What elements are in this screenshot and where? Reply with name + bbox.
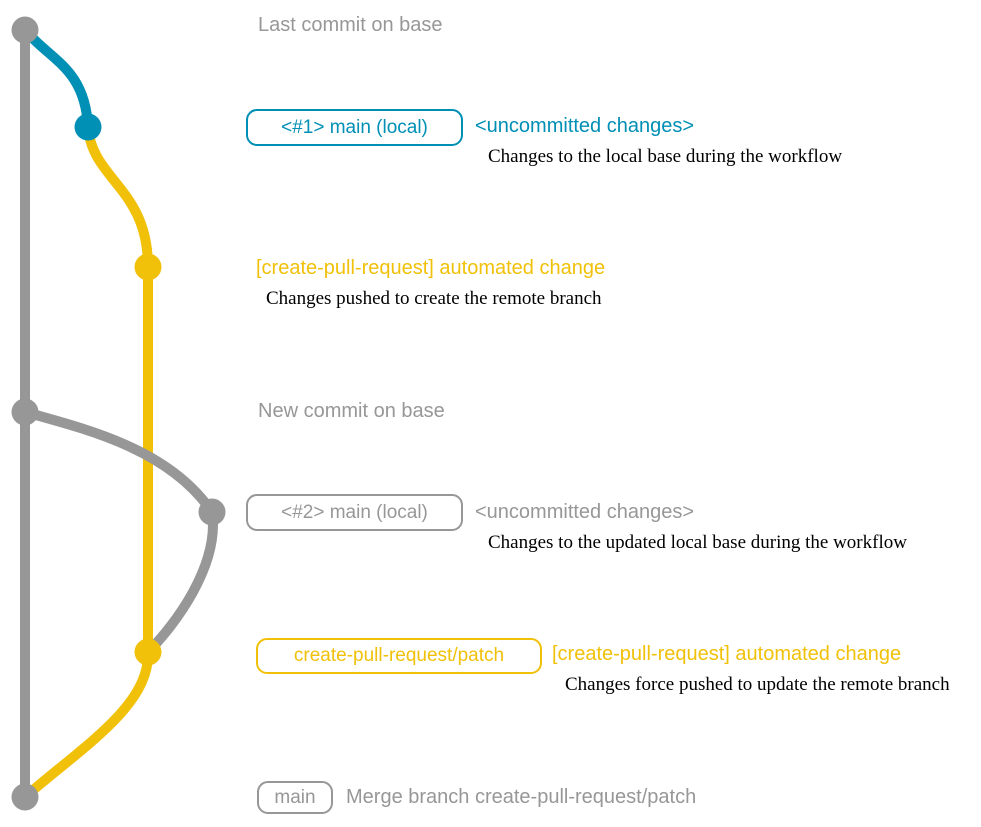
commit-message-uncommitted-1: <uncommitted changes> — [475, 115, 695, 137]
branch-tag-main-local-1: <#1> main (local) — [246, 109, 463, 146]
commit-dot-automated-2 — [134, 638, 162, 666]
caption-uncommitted-1: Changes to the local base during the wor… — [488, 146, 843, 167]
branch-tag-main-local-2: <#2> main (local) — [246, 494, 463, 531]
commit-message-automated-1: [create-pull-request] automated change — [256, 257, 606, 279]
force-push-curve — [143, 507, 218, 657]
remote-branch-curve-top — [83, 122, 153, 272]
caption-uncommitted-2: Changes to the updated local base during… — [488, 532, 907, 553]
caption-automated-2: Changes force pushed to update the remot… — [565, 674, 950, 695]
caption-automated-1: Changes pushed to create the remote bran… — [266, 288, 602, 309]
commit-dot-last-base — [11, 16, 39, 44]
commit-dot-automated-1 — [134, 253, 162, 281]
commit-message-automated-2: [create-pull-request] automated change — [552, 643, 902, 665]
rebase-curve — [20, 407, 217, 517]
commit-dot-merge — [11, 783, 39, 811]
commit-message-new-base: New commit on base — [258, 400, 445, 422]
branch-tag-main: main — [257, 781, 333, 814]
local-branch-curve — [20, 25, 93, 132]
commit-dot-uncommitted-2 — [198, 498, 226, 526]
commit-dot-new-base — [11, 398, 39, 426]
commit-message-uncommitted-2: <uncommitted changes> — [475, 501, 695, 523]
merge-curve — [20, 647, 154, 802]
branch-tag-create-pull-request-patch: create-pull-request/patch — [256, 638, 542, 674]
commit-message-last-base: Last commit on base — [258, 14, 443, 36]
commit-dot-uncommitted-1 — [74, 113, 102, 141]
commit-message-merge: Merge branch create-pull-request/patch — [346, 786, 697, 808]
